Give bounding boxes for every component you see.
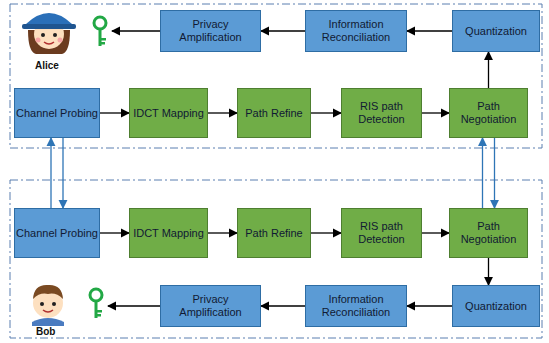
party-name: Bob <box>36 326 55 337</box>
flow-arrow <box>208 112 237 113</box>
bob-panel <box>10 180 542 338</box>
process-box: IDCT Mapping <box>129 88 208 138</box>
output-arrow <box>112 30 162 31</box>
flow-arrow <box>488 52 489 88</box>
process-box: Privacy Amplification <box>160 285 261 327</box>
flow-arrow <box>488 258 489 285</box>
bob-avatar <box>32 285 64 326</box>
process-box: RIS path Detection <box>341 88 422 138</box>
box-label: Information Reconciliation <box>306 18 406 44</box>
process-box: Privacy Amplification <box>160 10 261 52</box>
box-label: IDCT Mapping <box>133 107 204 120</box>
party-name: Alice <box>35 60 59 71</box>
alice-avatar <box>22 13 76 54</box>
flow-arrow <box>50 138 51 208</box>
flow-arrow <box>422 112 449 113</box>
flow-arrow <box>100 232 129 233</box>
flow-arrow <box>407 30 452 31</box>
box-label: Quantization <box>465 25 527 38</box>
process-box: Path Refine <box>237 88 311 138</box>
box-label: Privacy Amplification <box>161 18 260 44</box>
box-label: Information Reconciliation <box>306 293 406 319</box>
flow-arrow <box>422 232 449 233</box>
key-icon <box>94 17 106 46</box>
key-icon <box>90 289 102 318</box>
box-label: Path Refine <box>245 227 302 240</box>
process-box: Information Reconciliation <box>305 285 407 327</box>
flow-arrow <box>261 305 305 306</box>
flow-arrow <box>482 138 483 208</box>
process-box: IDCT Mapping <box>129 208 208 258</box>
flow-arrow <box>208 232 237 233</box>
box-label: IDCT Mapping <box>133 227 204 240</box>
box-label: Privacy Amplification <box>161 293 260 319</box>
process-box: Quantization <box>452 10 540 52</box>
flow-arrow <box>100 112 129 113</box>
process-box: Path Negotiation <box>449 208 528 258</box>
flow-arrow <box>311 112 341 113</box>
flow-arrow <box>494 138 495 208</box>
process-box: Channel Probing <box>14 208 100 258</box>
box-label: Path Negotiation <box>450 100 527 126</box>
flow-arrow <box>62 138 63 208</box>
box-label: Path Refine <box>245 107 302 120</box>
output-arrow <box>108 305 162 306</box>
box-label: Quantization <box>465 300 527 313</box>
flow-arrow <box>311 232 341 233</box>
box-label: Path Negotiation <box>450 220 527 246</box>
box-label: RIS path Detection <box>342 220 421 246</box>
process-box: Information Reconciliation <box>305 10 407 52</box>
flow-arrow <box>407 305 452 306</box>
box-label: Channel Probing <box>16 107 98 120</box>
alice-panel <box>10 4 542 148</box>
process-box: RIS path Detection <box>341 208 422 258</box>
flow-arrow <box>261 30 305 31</box>
process-box: Path Refine <box>237 208 311 258</box>
process-box: Channel Probing <box>14 88 100 138</box>
box-label: RIS path Detection <box>342 100 421 126</box>
process-box: Path Negotiation <box>449 88 528 138</box>
process-box: Quantization <box>452 285 540 327</box>
box-label: Channel Probing <box>16 227 98 240</box>
